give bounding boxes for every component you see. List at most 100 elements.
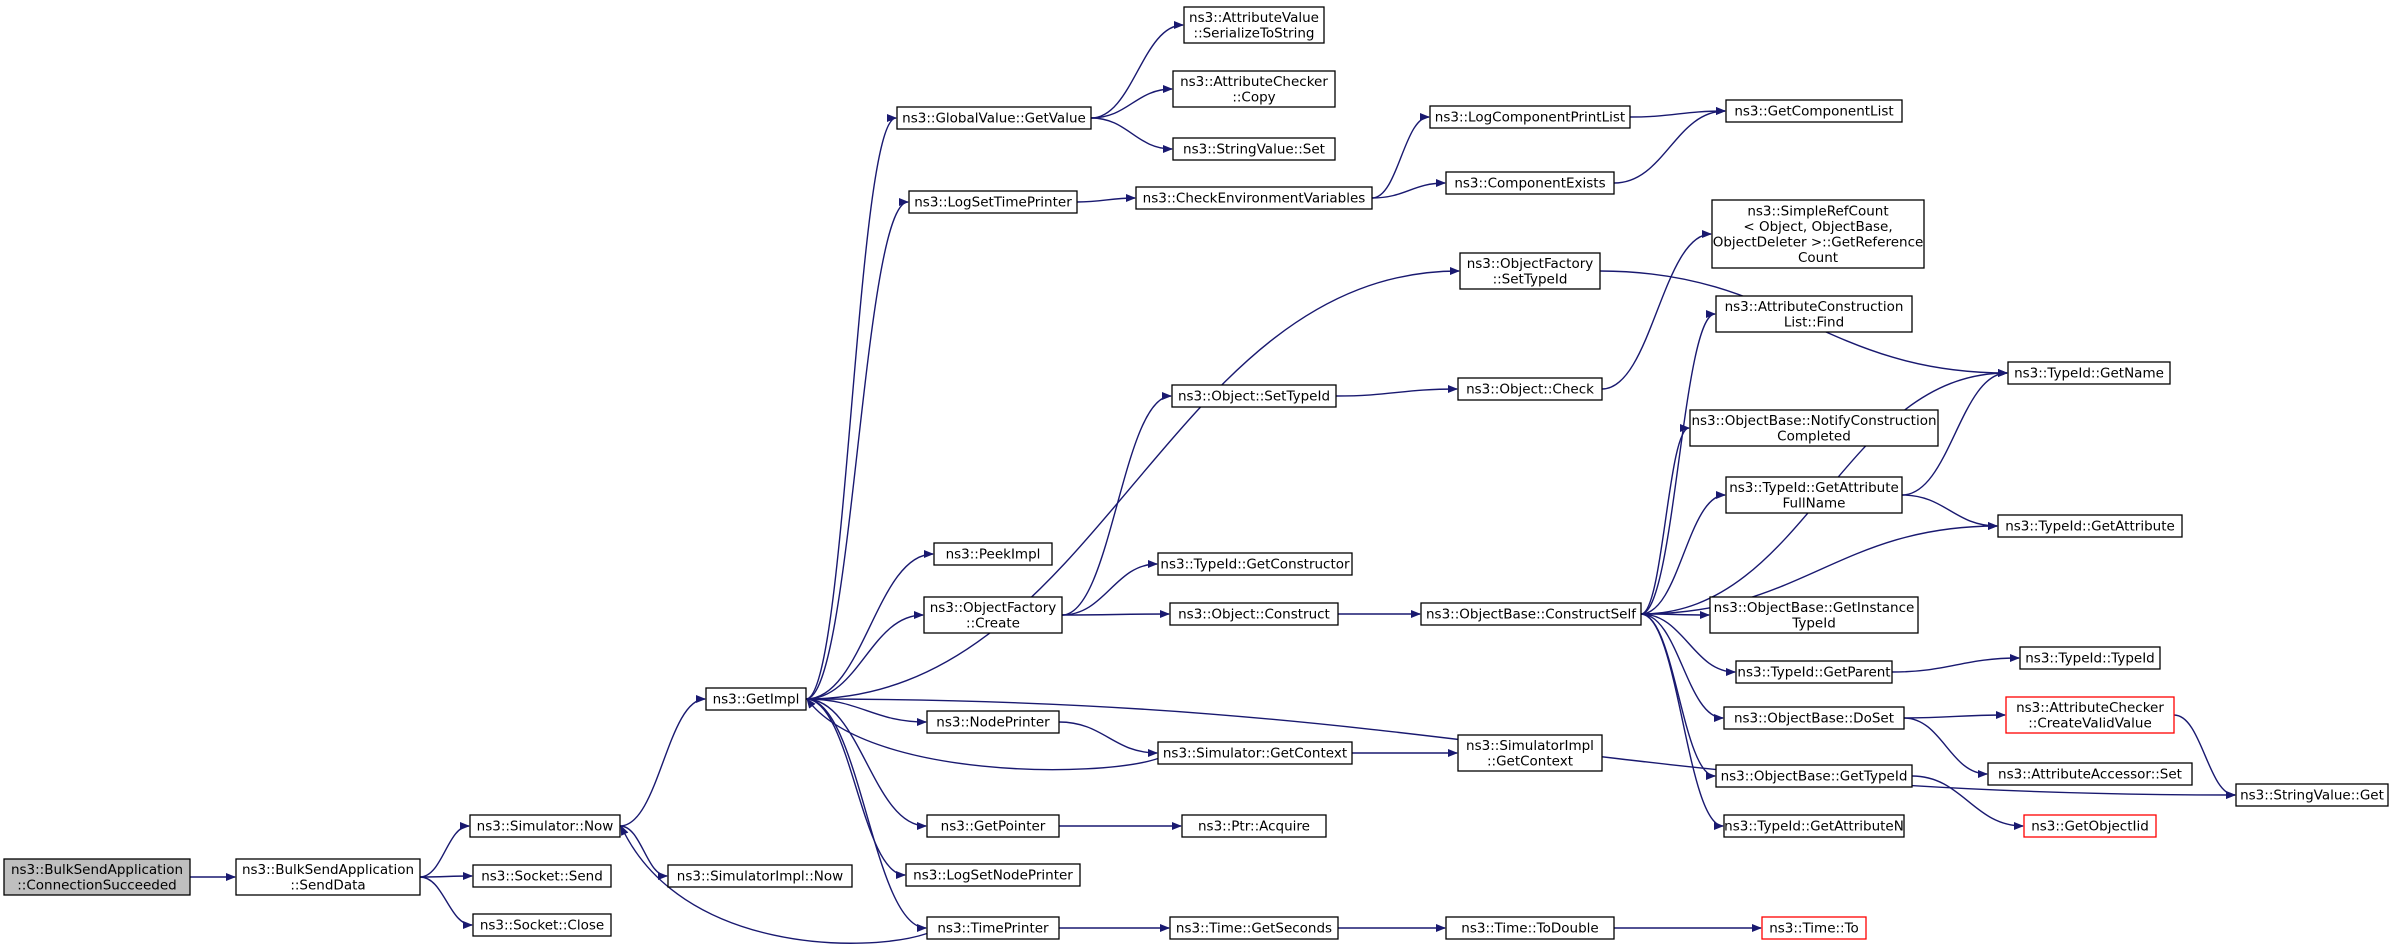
node-label-line: ns3::TypeId::TypeId <box>2025 651 2155 667</box>
node-sim-getctx[interactable]: ns3::Simulator::GetContext <box>1157 741 1353 765</box>
node-simimpl-now[interactable]: ns3::SimulatorImpl::Now <box>667 864 853 888</box>
node-label-line: ns3::ObjectBase::NotifyConstruction <box>1691 413 1936 429</box>
node-tid-getattr[interactable]: ns3::TypeId::GetAttribute <box>1997 514 2183 538</box>
node-box <box>235 858 421 896</box>
node-label-line: ns3::LogComponentPrintList <box>1435 110 1625 126</box>
node-ob-notify[interactable]: ns3::ObjectBase::NotifyConstructionCompl… <box>1689 409 1939 447</box>
node-ptr-acquire[interactable]: ns3::Ptr::Acquire <box>1181 814 1327 838</box>
node-ac-copy[interactable]: ns3::AttributeChecker::Copy <box>1172 70 1336 108</box>
node-time-getsec[interactable]: ns3::Time::GetSeconds <box>1169 916 1339 940</box>
edge-logcpl-to-getcomplist <box>1629 107 1726 118</box>
edge-sim_now-to-getimpl <box>619 695 706 827</box>
node-box <box>1715 295 1913 333</box>
node-bsa-cs[interactable]: ns3::BulkSendApplication::ConnectionSucc… <box>3 858 191 896</box>
node-of-settypeid[interactable]: ns3::ObjectFactory::SetTypeId <box>1459 252 1601 290</box>
node-tid-getctor[interactable]: ns3::TypeId::GetConstructor <box>1157 552 1353 576</box>
edge-bsa_sd-to-sock_close <box>419 876 473 929</box>
node-label-line: ns3::Ptr::Acquire <box>1198 819 1310 835</box>
node-box <box>1183 6 1325 44</box>
node-obj-check[interactable]: ns3::Object::Check <box>1457 377 1603 401</box>
node-label-line: ns3::GetObjectIid <box>2031 819 2149 835</box>
node-logsetnp[interactable]: ns3::LogSetNodePrinter <box>905 863 1081 887</box>
node-box <box>1997 514 2183 538</box>
node-sim-now[interactable]: ns3::Simulator::Now <box>469 814 621 838</box>
edge-ob_cs-to-ob_doset <box>1640 613 1724 722</box>
node-label-line: ns3::AttributeChecker <box>1180 74 1328 90</box>
node-src-getref[interactable]: ns3::SimpleRefCount< Object, ObjectBase,… <box>1711 199 1925 269</box>
node-getcomplist[interactable]: ns3::GetComponentList <box>1725 99 1903 123</box>
edge-getimpl-to-peekimpl <box>805 550 934 700</box>
node-aa-set[interactable]: ns3::AttributeAccessor::Set <box>1987 762 2193 786</box>
edge-tid_getparent-to-tid_typeid <box>1891 654 2020 673</box>
node-sv-get[interactable]: ns3::StringValue::Get <box>2235 783 2389 807</box>
node-checkenv[interactable]: ns3::CheckEnvironmentVariables <box>1135 186 1373 210</box>
node-tid-typeid[interactable]: ns3::TypeId::TypeId <box>2019 646 2161 670</box>
node-label-line: ::GetContext <box>1487 753 1573 769</box>
node-box <box>2019 646 2161 670</box>
node-ob-gettypeid[interactable]: ns3::ObjectBase::GetTypeId <box>1715 764 1913 788</box>
node-logcpl[interactable]: ns3::LogComponentPrintList <box>1429 105 1631 129</box>
node-ac-createvalid[interactable]: ns3::AttributeChecker::CreateValidValue <box>2005 696 2175 734</box>
node-sock-close[interactable]: ns3::Socket::Close <box>472 913 612 937</box>
node-of-create[interactable]: ns3::ObjectFactory::Create <box>923 596 1063 634</box>
node-obj-settypeid[interactable]: ns3::Object::SetTypeId <box>1171 384 1337 408</box>
node-timeprinter[interactable]: ns3::TimePrinter <box>926 916 1060 940</box>
node-getimpl[interactable]: ns3::GetImpl <box>705 687 807 711</box>
node-label-line: ns3::TimePrinter <box>937 921 1049 937</box>
node-label-line: Count <box>1798 250 1838 266</box>
edge-bsa_sd-to-sock_send <box>419 872 473 881</box>
edge-getimpl-to-nodeprinter <box>805 698 927 726</box>
edges-layer <box>189 21 2236 944</box>
node-tid-getattrn[interactable]: ns3::TypeId::GetAttributeN <box>1723 814 1905 838</box>
node-tid-getname[interactable]: ns3::TypeId::GetName <box>2007 361 2171 385</box>
node-logsettp[interactable]: ns3::LogSetTimePrinter <box>908 190 1078 214</box>
node-label-line: ns3::TypeId::GetName <box>2014 366 2164 382</box>
node-getobjectiid[interactable]: ns3::GetObjectIid <box>2023 814 2157 838</box>
node-sv-set[interactable]: ns3::StringValue::Set <box>1172 137 1336 161</box>
node-getpointer[interactable]: ns3::GetPointer <box>926 814 1060 838</box>
node-nodeprinter[interactable]: ns3::NodePrinter <box>926 710 1060 734</box>
node-box <box>1157 741 1353 765</box>
node-box <box>926 710 1060 734</box>
node-compexists[interactable]: ns3::ComponentExists <box>1445 171 1615 195</box>
node-av-sts[interactable]: ns3::AttributeValue::SerializeToString <box>1183 6 1325 44</box>
node-box <box>2007 361 2171 385</box>
node-time-todouble[interactable]: ns3::Time::ToDouble <box>1445 916 1615 940</box>
node-box <box>1172 70 1336 108</box>
edge-sim_now-to-simimpl_now <box>619 825 668 880</box>
node-label-line: ObjectDeleter >::GetReference <box>1713 234 1924 250</box>
edge-logsettp-to-checkenv <box>1076 194 1136 203</box>
node-label-line: ns3::GlobalValue::GetValue <box>902 111 1086 127</box>
node-box <box>896 106 1092 130</box>
edge-ob_cs-to-tid_getattrn <box>1640 613 1724 830</box>
node-box <box>1445 171 1615 195</box>
node-obj-construct[interactable]: ns3::Object::Construct <box>1169 602 1339 626</box>
node-ob-cs[interactable]: ns3::ObjectBase::ConstructSelf <box>1420 602 1642 626</box>
node-time-to[interactable]: ns3::Time::To <box>1761 916 1867 940</box>
node-box <box>1429 105 1631 129</box>
edge-ob_cs-to-tid_getparent <box>1640 613 1736 676</box>
node-simimpl-getctx[interactable]: ns3::SimulatorImpl::GetContext <box>1457 734 1603 772</box>
edge-getimpl-to-timeprinter <box>805 698 927 932</box>
node-label-line: ns3::TypeId::GetAttribute <box>1729 480 1899 496</box>
node-label-line: ::Create <box>966 615 1020 631</box>
edge-bsa_sd-to-sim_now <box>419 822 470 878</box>
node-bsa-sd[interactable]: ns3::BulkSendApplication::SendData <box>235 858 421 896</box>
edge-ob_doset-to-aa_set <box>1903 717 1988 778</box>
node-label-line: ns3::SimulatorImpl <box>1466 738 1594 754</box>
node-peekimpl[interactable]: ns3::PeekImpl <box>933 542 1053 566</box>
node-label-line: ns3::Socket::Close <box>480 918 604 934</box>
node-sock-send[interactable]: ns3::Socket::Send <box>472 864 612 888</box>
node-gv-getvalue[interactable]: ns3::GlobalValue::GetValue <box>896 106 1092 130</box>
node-label-line: ns3::LogSetTimePrinter <box>914 195 1072 211</box>
node-label-line: ns3::Time::GetSeconds <box>1176 921 1332 937</box>
edge-nodeprinter-to-sim_getctx <box>1058 721 1158 757</box>
node-tid-getparent[interactable]: ns3::TypeId::GetParent <box>1735 660 1893 684</box>
node-box <box>1457 377 1603 401</box>
node-box <box>1761 916 1867 940</box>
node-ob-doset[interactable]: ns3::ObjectBase::DoSet <box>1723 706 1905 730</box>
